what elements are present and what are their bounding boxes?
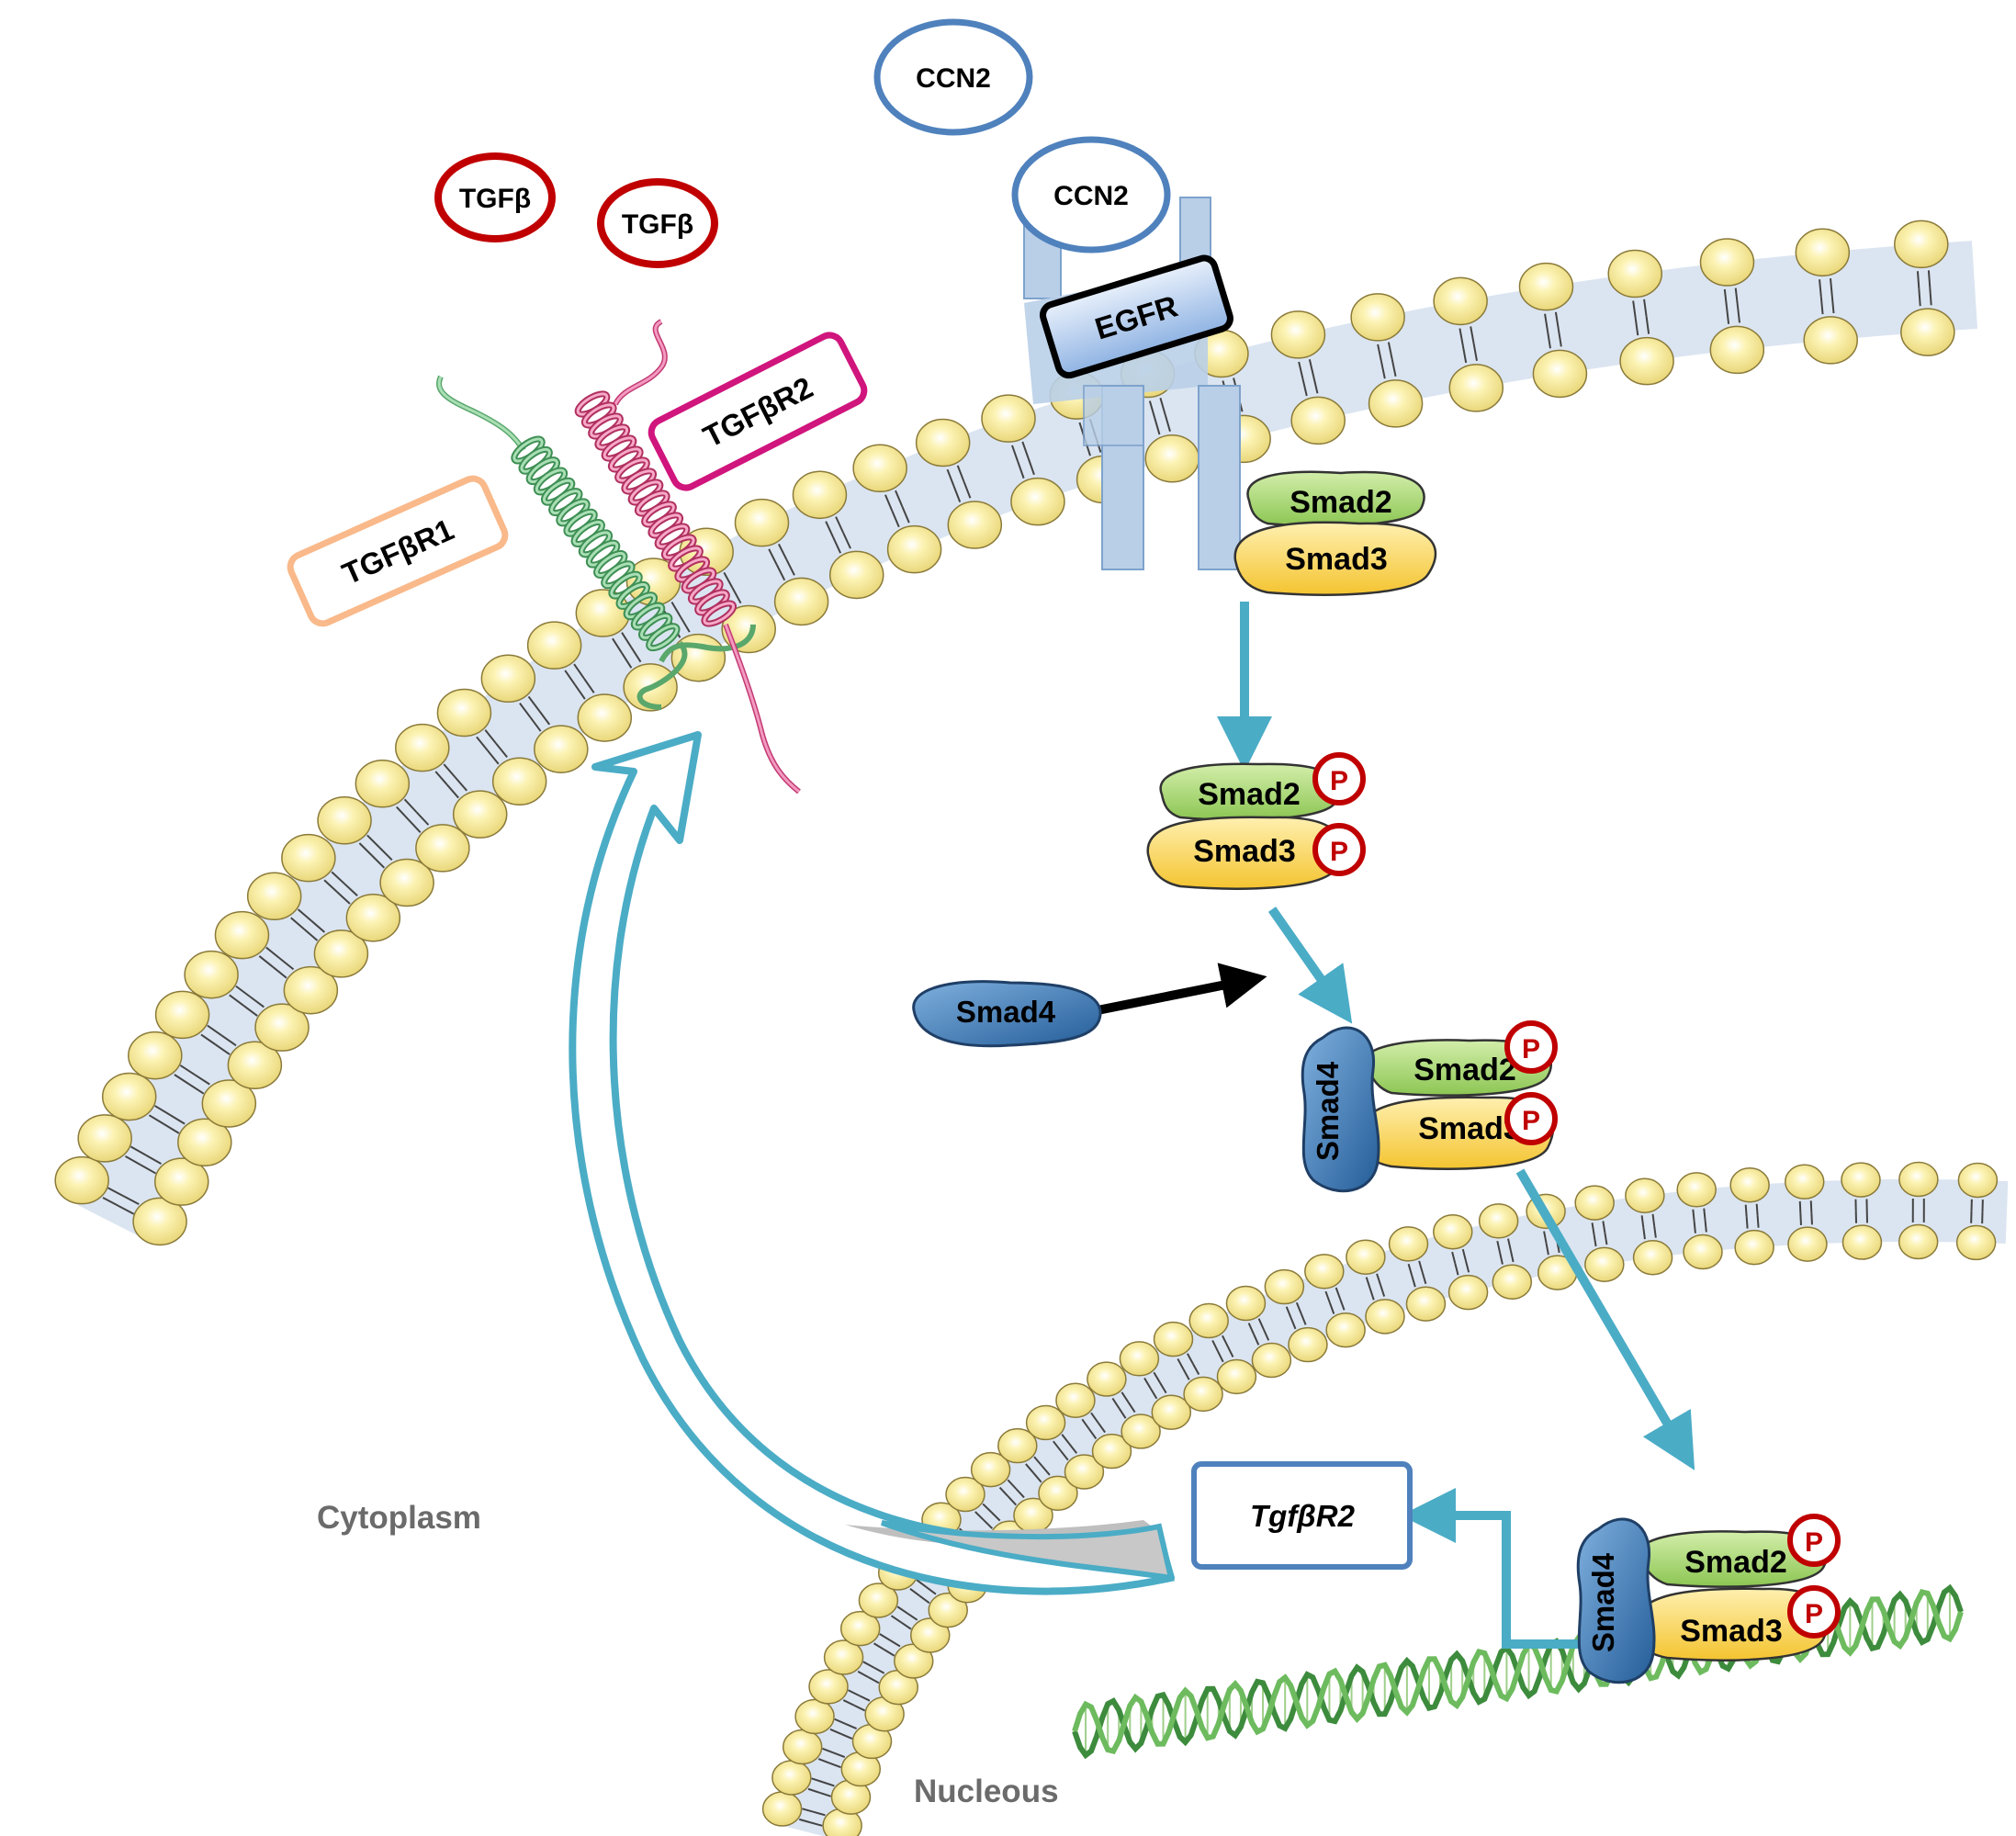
- ccn2-label: CCN2: [1053, 181, 1129, 211]
- phospho-badge: [1312, 823, 1366, 876]
- plasma-membrane: [54, 220, 1978, 1246]
- smad4-free: Smad4: [912, 980, 1102, 1048]
- phospho-label: P: [1805, 1599, 1823, 1629]
- egfr-box: EGFR: [1040, 254, 1233, 379]
- ccn2-label: CCN2: [916, 63, 991, 94]
- phospho-smad23-complex: Smad2 Smad3 P P: [1146, 752, 1366, 890]
- ccn2-ligand-bound: CCN2: [1011, 136, 1171, 253]
- smad3-label: Smad3: [1285, 542, 1388, 577]
- smad4-label: Smad4: [956, 995, 1056, 1029]
- smad3-label: Smad3: [1193, 834, 1296, 869]
- cytoplasm-label: Cytoplasm: [317, 1500, 481, 1536]
- pathway-arrows: [1217, 602, 1695, 1649]
- smad4-recruit-arrow: [1097, 963, 1267, 1015]
- phospho-badge: [1787, 1585, 1841, 1639]
- smad3-label: Smad3: [1418, 1111, 1521, 1146]
- phospho-badge: [1312, 752, 1366, 805]
- tgfbr2-gene-label: TgfβR2: [1250, 1499, 1356, 1533]
- smad2-label: Smad2: [1198, 777, 1301, 812]
- phospho-label: P: [1522, 1106, 1540, 1136]
- tgfbr1-helix: [436, 375, 756, 710]
- phospho-badge: [1787, 1514, 1841, 1567]
- phospho-label: P: [1330, 766, 1348, 796]
- tgfbr1-box: TGFβR1: [287, 475, 509, 627]
- tgfb-ligand: TGFβ: [434, 152, 556, 242]
- tgfbr2-helix: [574, 319, 801, 794]
- ccn2-ligand: CCN2: [873, 18, 1033, 136]
- smad4-label: Smad4: [1586, 1552, 1620, 1652]
- tgfbr2-gene-box: TgfβR2: [1191, 1461, 1413, 1570]
- tgfb-ligand: TGFβ: [597, 178, 718, 268]
- smad4-label: Smad4: [1311, 1061, 1345, 1161]
- phospho-label: P: [1330, 837, 1348, 867]
- smad23-complex: Smad2 Smad3: [1233, 470, 1437, 596]
- smad3-label: Smad3: [1680, 1614, 1783, 1649]
- phospho-label: P: [1522, 1034, 1540, 1064]
- tgfb-label: TGFβ: [459, 184, 531, 214]
- smad234-nuclear-complex: Smad2 Smad3 Smad4 P P: [1576, 1514, 1841, 1684]
- phospho-badge: [1504, 1092, 1558, 1145]
- tgfb-label: TGFβ: [622, 209, 693, 240]
- nucleus-label: Nucleous: [914, 1774, 1059, 1809]
- smad2-label: Smad2: [1684, 1545, 1787, 1580]
- smad2-label: Smad2: [1413, 1053, 1516, 1087]
- feedback-arrow: [569, 731, 1175, 1595]
- smad234-complex: Smad2 Smad3 Smad4 P P: [1301, 1020, 1558, 1193]
- tgfbr2-box: TGFβR2: [648, 332, 868, 491]
- phospho-badge: [1504, 1020, 1558, 1074]
- phospho-label: P: [1805, 1527, 1823, 1558]
- smad2-label: Smad2: [1290, 485, 1392, 520]
